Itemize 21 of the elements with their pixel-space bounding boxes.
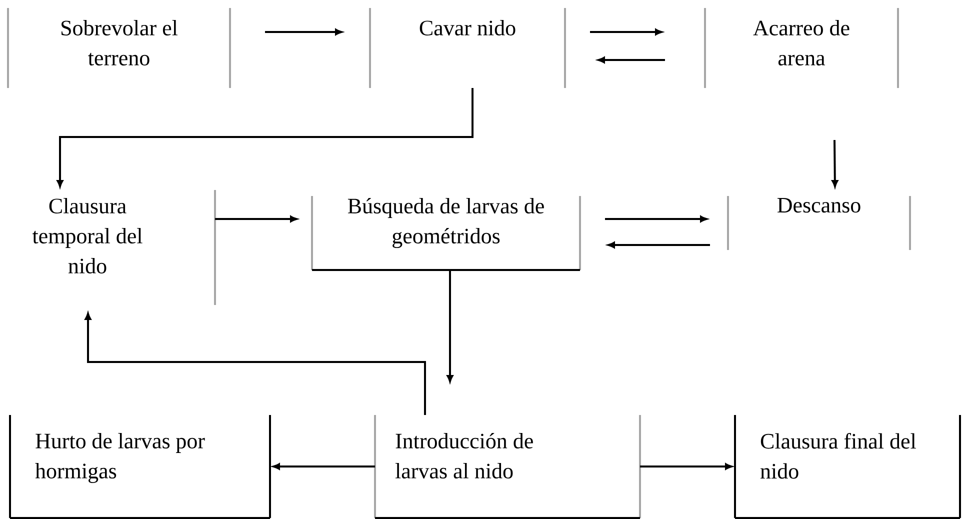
arrow: [272, 463, 375, 470]
arrow: [56, 88, 474, 188]
arrow: [598, 56, 665, 64]
process-box: Descanso: [727, 196, 911, 250]
arrow: [590, 28, 662, 36]
arrow: [608, 242, 710, 248]
process-box: Clausura temporal del nido: [32, 190, 216, 305]
arrow: [832, 140, 838, 188]
process-box: Cavar nido: [369, 8, 566, 88]
arrow: [265, 28, 342, 36]
arrow: [84, 312, 426, 415]
process-box: Sobrevolar el terreno: [7, 8, 231, 88]
process-box: Acarreo de arena: [704, 8, 899, 88]
arrow: [605, 216, 708, 222]
arrow: [446, 270, 454, 382]
arrow: [215, 216, 298, 222]
process-box: Clausura final del nido: [734, 415, 961, 519]
process-box: Hurto de larvas por hormigas: [9, 415, 271, 519]
arrow: [640, 463, 732, 470]
process-box: Búsqueda de larvas de geométridos: [311, 196, 581, 271]
process-box: Introducción de larvas al nido: [374, 415, 641, 519]
